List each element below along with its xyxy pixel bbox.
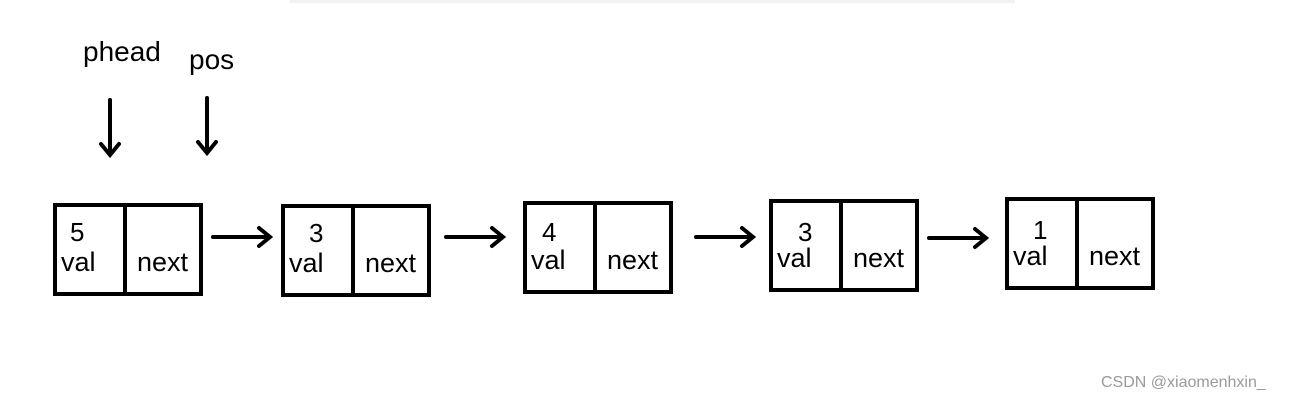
next-arrow-2 <box>444 226 507 248</box>
next-arrow-4 <box>927 227 990 249</box>
node-value: 1 <box>1033 215 1048 245</box>
down-arrow-pos <box>196 96 218 157</box>
down-arrow-phead <box>99 98 121 159</box>
next-arrow-1 <box>211 226 274 248</box>
node-val-cell: 3 val <box>285 208 355 293</box>
node-next-cell: next <box>127 207 199 292</box>
node-value: 3 <box>309 218 324 248</box>
node-next-cell: next <box>355 208 427 293</box>
next-label: next <box>607 245 659 275</box>
node-next-cell: next <box>597 205 669 290</box>
val-label: val <box>289 248 324 278</box>
node-val-cell: 3 val <box>773 203 843 288</box>
next-label: next <box>365 248 417 278</box>
node-value: 5 <box>70 217 85 247</box>
node-val-cell: 5 val <box>57 207 127 292</box>
next-label: next <box>137 247 189 277</box>
next-arrow-3 <box>694 226 757 248</box>
list-node-1: 5 val next <box>53 203 203 296</box>
node-value: 4 <box>542 217 557 247</box>
top-divider <box>290 0 1015 3</box>
node-next-cell: next <box>1079 201 1151 286</box>
list-node-2: 3 val next <box>281 204 431 297</box>
node-next-cell: next <box>843 203 915 288</box>
val-label: val <box>61 247 96 277</box>
val-label: val <box>531 245 566 275</box>
watermark-text: CSDN @xiaomenhxin_ <box>1101 374 1266 391</box>
list-node-4: 3 val next <box>769 199 919 292</box>
list-node-3: 4 val next <box>523 201 673 294</box>
next-label: next <box>853 243 905 273</box>
node-val-cell: 4 val <box>527 205 597 290</box>
pointer-label-phead: phead <box>83 36 161 67</box>
node-value: 3 <box>798 217 813 247</box>
next-label: next <box>1089 241 1141 271</box>
val-label: val <box>1013 241 1048 271</box>
node-val-cell: 1 val <box>1009 201 1079 286</box>
pointer-label-pos: pos <box>189 44 235 75</box>
list-node-5: 1 val next <box>1005 197 1155 290</box>
val-label: val <box>777 243 812 273</box>
